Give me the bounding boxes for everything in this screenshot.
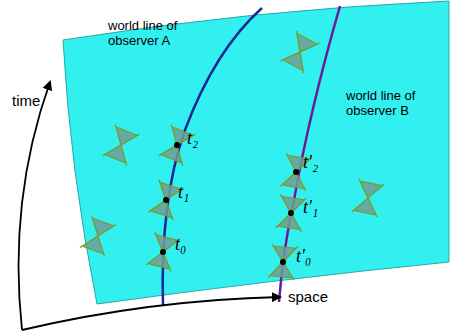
event-dot <box>293 169 299 175</box>
light-cone <box>352 179 385 218</box>
axis-label: time <box>12 92 40 109</box>
event-label: t′₀ <box>296 246 311 267</box>
event-dot <box>163 197 169 203</box>
light-cone <box>281 31 320 73</box>
event-label: t₀ <box>175 234 186 255</box>
event-dot <box>174 142 180 148</box>
light-cone <box>268 244 297 281</box>
event-dot <box>160 249 166 255</box>
spacetime-sheet <box>63 1 449 304</box>
event-label: t′₁ <box>303 197 318 218</box>
light-cone <box>80 216 116 257</box>
space-axis <box>22 297 280 330</box>
time-axis <box>19 82 51 330</box>
light-cone <box>103 124 140 165</box>
world-line-label: world line of observer B <box>346 88 426 118</box>
world-line-b <box>279 6 340 302</box>
axis-label: space <box>288 288 328 305</box>
event-label: t₂ <box>187 128 198 149</box>
event-dot <box>280 259 286 265</box>
event-dot <box>288 210 294 216</box>
light-cone <box>276 194 306 231</box>
light-cone <box>146 232 180 272</box>
event-label: t′₂ <box>303 152 318 173</box>
world-line-label: world line of observer A <box>108 18 190 48</box>
event-label: t₁ <box>178 182 189 203</box>
